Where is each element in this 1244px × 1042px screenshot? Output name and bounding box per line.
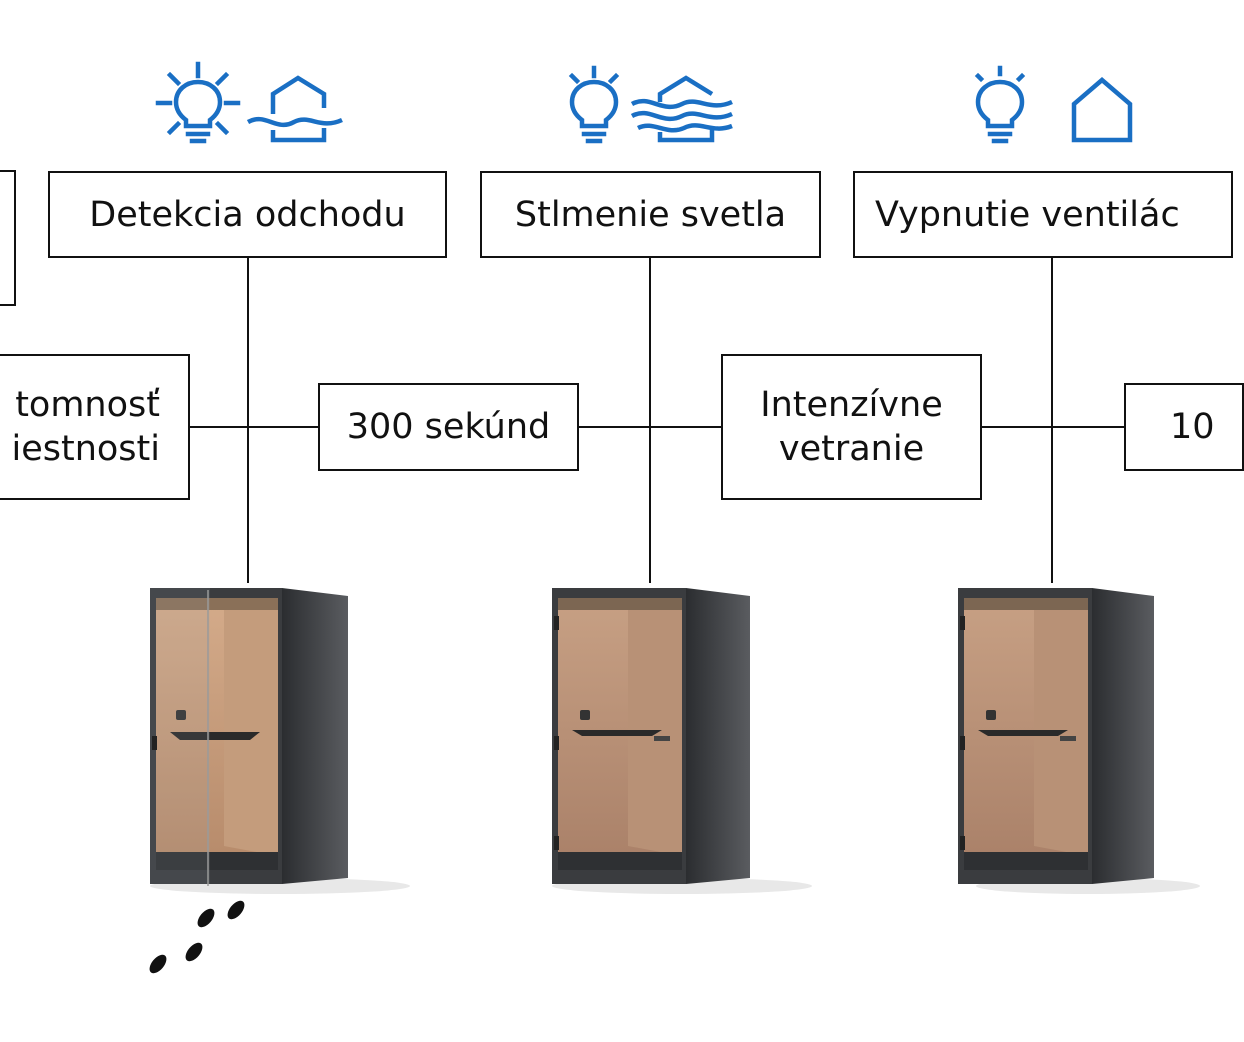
- step-box-dim-light: Stlmenie svetla: [480, 171, 821, 258]
- house-icon: [1071, 77, 1133, 143]
- step-title-ventilation-off: Vypnutie ventilác: [875, 194, 1180, 235]
- phone-booth-middle: [552, 588, 812, 894]
- step-box-partial: [0, 170, 16, 306]
- light-off-icon: [974, 65, 1026, 144]
- condition-box-presence: tomnosť iestnosti: [0, 354, 190, 500]
- condition-mode-line2: vetranie: [778, 429, 925, 469]
- condition-box-ventilation-mode: Intenzívne vetranie: [721, 354, 982, 500]
- condition-presence-line2: iestnosti: [11, 429, 161, 469]
- ventilation-high-house-icon: [630, 75, 733, 143]
- condition-delay-label: 300 sekúnd: [346, 407, 551, 447]
- step-box-departure: Detekcia odchodu: [48, 171, 447, 258]
- footprints-icon: [149, 900, 245, 974]
- condition-box-partial: 10: [1124, 383, 1244, 471]
- condition-presence-line1: tomnosť: [15, 385, 160, 425]
- horizontal-connector: [189, 426, 1200, 428]
- step-box-ventilation-off: Vypnutie ventilác: [853, 171, 1233, 258]
- condition-box-delay: 300 sekúnd: [318, 383, 579, 471]
- light-dim-icon: [568, 65, 620, 144]
- light-on-icon: [155, 61, 241, 144]
- condition-partial-label: 10: [1170, 407, 1215, 447]
- phone-booth-open-door: [150, 588, 410, 894]
- condition-mode-line1: Intenzívne: [760, 385, 943, 425]
- vertical-connector-3: [1051, 257, 1053, 583]
- vertical-connector-1: [247, 257, 249, 583]
- ventilation-medium-house-icon: [246, 75, 343, 143]
- vertical-connector-2: [649, 257, 651, 583]
- step-title-dim-light: Stlmenie svetla: [514, 194, 787, 235]
- phone-booth-right: [958, 588, 1200, 894]
- step-title-departure: Detekcia odchodu: [89, 194, 406, 235]
